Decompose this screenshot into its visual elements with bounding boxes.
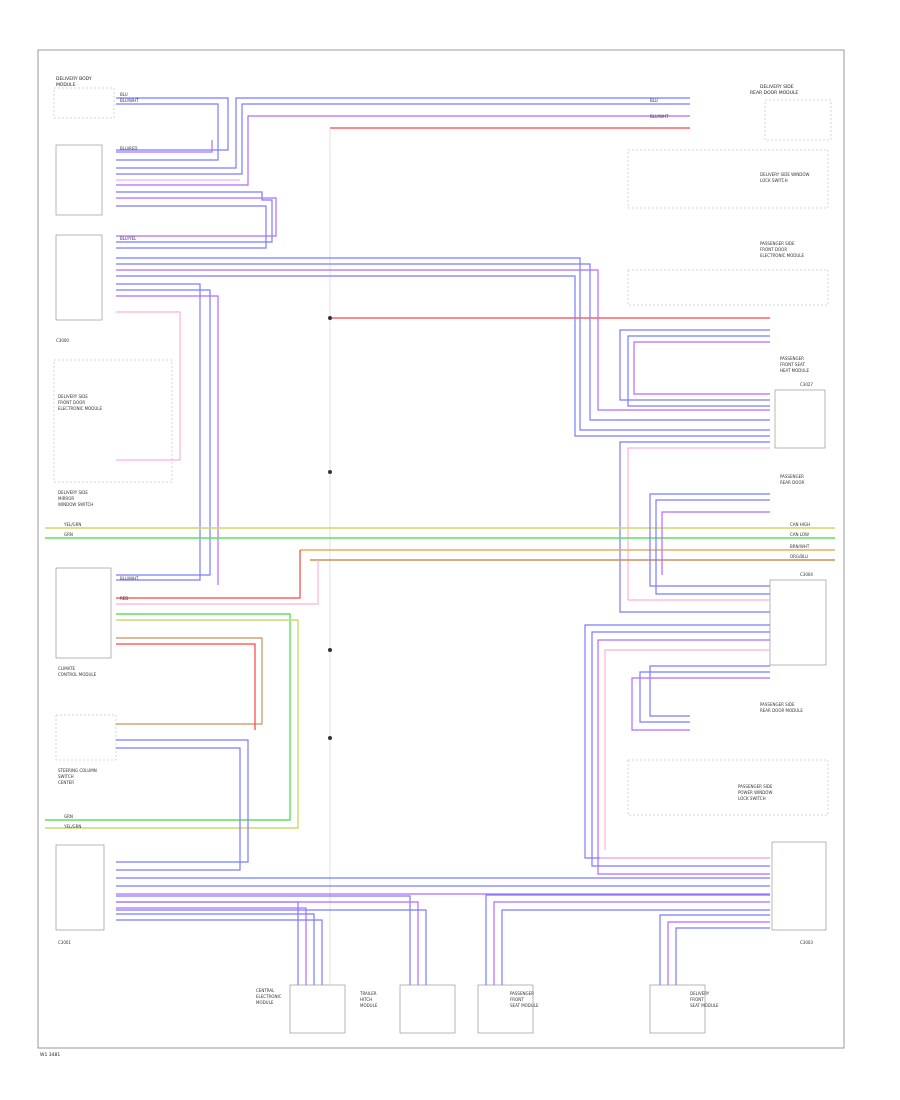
label-bottom-2-1: TRAILER xyxy=(359,991,377,996)
right-module-3-box xyxy=(627,269,829,306)
label-right-7-3: LOCK SWITCH xyxy=(738,796,766,801)
wire-label-9: GRN xyxy=(64,532,73,537)
label-bottom-3-3: SEAT MODULE xyxy=(510,1003,539,1008)
bottom-1-box xyxy=(289,984,346,1034)
label-bottom-4-1: DELIVERY xyxy=(690,991,710,996)
label-top-right-2: REAR DOOR MODULE xyxy=(750,90,798,96)
connector-block-bottom-left xyxy=(55,844,105,931)
connector-label-c5: C3004 xyxy=(800,572,813,577)
wire-labels: BLU BLU/WHT BLU/RED BLU/YEL BLU/WHT BLU … xyxy=(63,92,810,829)
connector-label-c2: C3001 xyxy=(58,940,71,945)
top-right-module-box xyxy=(764,99,832,141)
connector-block-bottom-right xyxy=(771,841,827,931)
label-bottom-3-2: FRONT xyxy=(510,997,524,1002)
left-lower-box xyxy=(55,714,117,761)
label-left-lower-2: SWITCH xyxy=(58,774,74,779)
wire-label-8: YEL/GRN xyxy=(63,522,81,527)
wire-label-12: CAN HIGH xyxy=(790,522,810,527)
label-right-3-2: FRONT DOOR xyxy=(760,247,787,252)
wire-label-16: RED xyxy=(120,596,128,601)
wire-label-7: BLU/WHT xyxy=(650,114,669,119)
label-left-lower-3: CENTER xyxy=(58,780,74,785)
label-right-4-1: PASSENGER xyxy=(780,356,804,361)
connector-block-1 xyxy=(55,144,103,216)
wire-label-10: BRN/WHT xyxy=(790,544,810,549)
label-right-5-2: REAR DOOR xyxy=(780,480,804,485)
wire-label-14: GRN xyxy=(64,814,73,819)
connector-labels: C3000 C3001 C3003 C3027 C3004 xyxy=(56,338,813,945)
label-left-mid2-1: DELIVERY SIDE xyxy=(58,490,88,495)
label-bottom-3-1: PASSENGER xyxy=(510,991,534,996)
wire-label-2: BLU/WHT xyxy=(120,98,139,103)
bottom-2-box xyxy=(399,984,456,1034)
label-bottom-1-2: ELECTRONIC xyxy=(256,994,282,999)
label-bottom-1-1: CENTRAL xyxy=(256,988,275,993)
right-module-4-box xyxy=(774,389,826,449)
label-bottom-1-3: MODULE xyxy=(256,1000,274,1005)
label-right-5-1: PASSENGER xyxy=(780,474,804,479)
label-climate-2: CONTROL MODULE xyxy=(58,672,97,677)
label-left-mid2-2: MIRROR xyxy=(58,496,74,501)
bottom-3-box xyxy=(477,984,534,1034)
splice-points xyxy=(328,316,332,740)
wire-label-4: BLU/YEL xyxy=(120,236,137,241)
right-module-2-box xyxy=(627,149,829,209)
component-labels: DELIVERY BODY MODULE DELIVERY SIDE REAR … xyxy=(56,76,810,1008)
diagram-frame xyxy=(37,49,845,1049)
wire-label-1: BLU xyxy=(120,92,128,97)
label-left-mid-3: ELECTRONIC MODULE xyxy=(58,406,103,411)
label-right-2-1: DELIVERY SIDE WINDOW xyxy=(760,172,809,177)
component-boxes xyxy=(53,87,832,1034)
wire-label-5: BLU/WHT xyxy=(120,576,139,581)
label-right-3-3: ELECTRONIC MODULE xyxy=(760,253,805,258)
label-climate-1: CLIMATE xyxy=(58,666,76,671)
wire-label-6: BLU xyxy=(650,98,658,103)
label-top-left-1: DELIVERY BODY xyxy=(56,76,92,82)
top-left-module-box xyxy=(53,87,115,119)
label-bottom-2-2: HITCH xyxy=(360,997,372,1002)
connector-label-c4: C3027 xyxy=(800,382,813,387)
connector-label-c3: C3003 xyxy=(800,940,813,945)
wire-label-15: YEL/GRN xyxy=(63,824,81,829)
wire-label-3: BLU/RED xyxy=(120,146,137,151)
wire-label-11: ORG/BLU xyxy=(790,554,808,559)
connector-block-2 xyxy=(55,234,103,321)
label-right-6-2: REAR DOOR MODULE xyxy=(760,708,803,713)
label-top-right-1: DELIVERY SIDE xyxy=(760,84,794,90)
label-right-7-2: POWER WINDOW xyxy=(738,790,772,795)
label-right-7-1: PASSENGER SIDE xyxy=(738,784,773,789)
label-left-mid2-3: WINDOW SWITCH xyxy=(58,502,93,507)
left-mid-module-box xyxy=(53,359,173,483)
label-right-4-2: FRONT SEAT xyxy=(780,362,805,367)
label-left-mid-2: FRONT DOOR xyxy=(58,400,85,405)
label-bottom-2-3: MODULE xyxy=(360,1003,378,1008)
right-module-5-box xyxy=(769,579,827,666)
label-left-mid-1: DELIVERY SIDE xyxy=(58,394,88,399)
label-left-lower-1: STEERING COLUMN xyxy=(58,768,97,773)
footer-code: W1 3481 xyxy=(40,1052,60,1058)
left-climate-box xyxy=(55,567,112,659)
label-top-left-2: MODULE xyxy=(56,82,76,88)
label-bottom-4-2: FRONT xyxy=(690,997,704,1002)
wire-label-13: CAN LOW xyxy=(790,532,809,537)
label-right-3-1: PASSENGER SIDE xyxy=(760,241,795,246)
connector-label-c1: C3000 xyxy=(56,338,69,343)
label-right-4-3: HEAT MODULE xyxy=(780,368,810,373)
wires xyxy=(45,97,835,985)
right-module-6-box xyxy=(627,759,829,816)
label-right-2-2: LOCK SWITCH xyxy=(760,178,788,183)
label-bottom-4-3: SEAT MODULE xyxy=(690,1003,719,1008)
label-right-6-1: PASSENGER SIDE xyxy=(760,702,795,707)
bottom-4-box xyxy=(649,984,706,1034)
